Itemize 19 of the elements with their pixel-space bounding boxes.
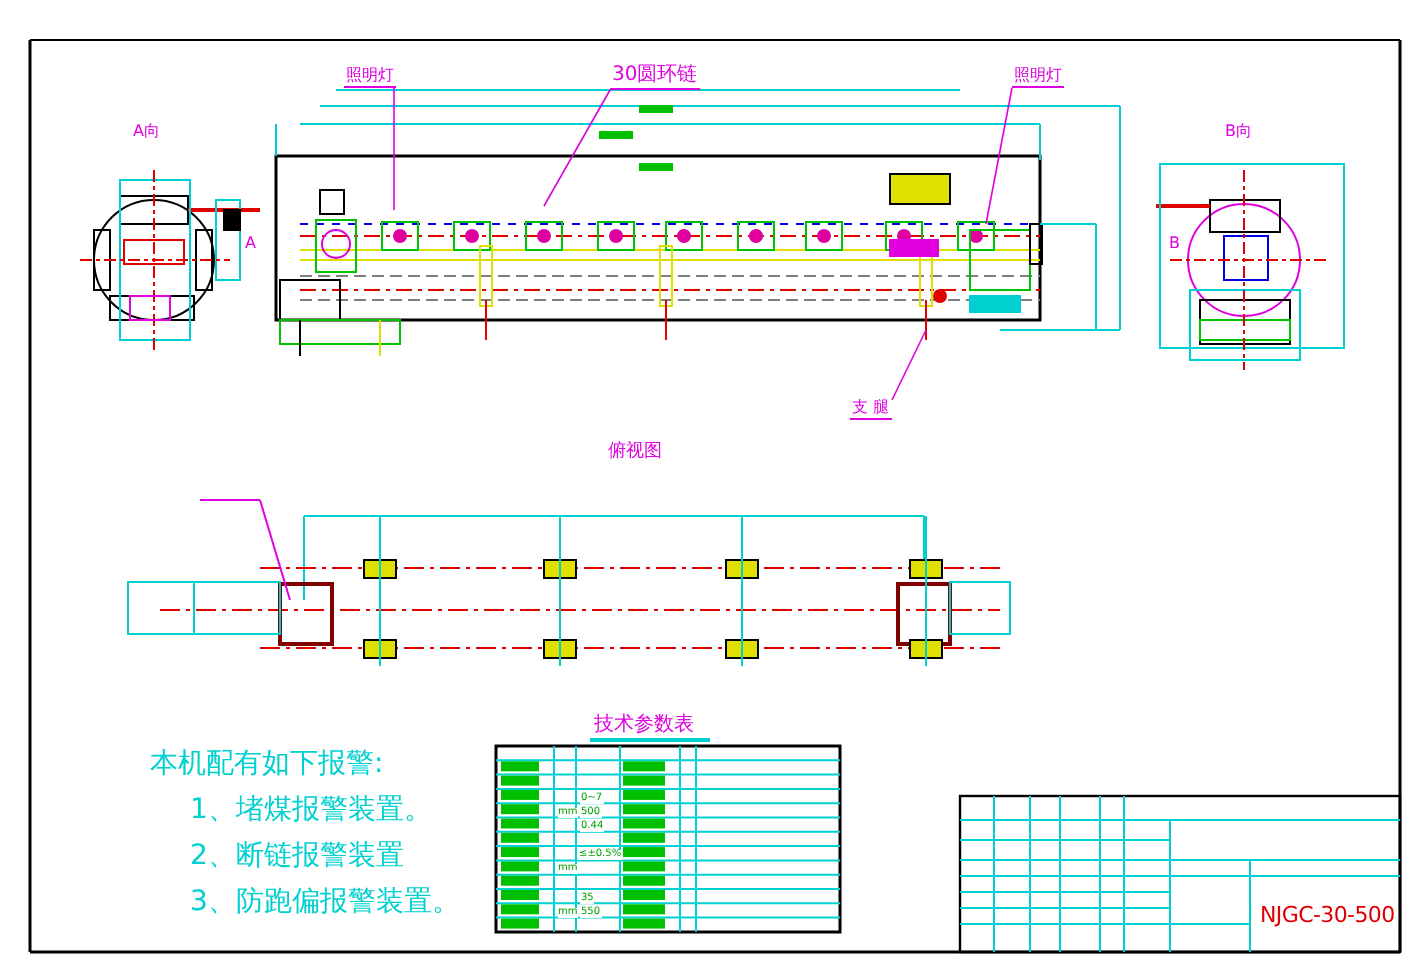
view-title: 俯视图 xyxy=(608,444,662,462)
callout-label: 30圆环链 xyxy=(610,66,700,90)
note-text: 1、堵煤报警装置。 xyxy=(190,796,432,824)
note-text: 2、断链报警装置 xyxy=(190,842,404,870)
view-label: A xyxy=(244,236,257,252)
callout-label: 照明灯 xyxy=(1012,68,1064,88)
view-label: B向 xyxy=(1224,124,1253,140)
callout-label: 照明灯 xyxy=(344,68,396,88)
leader-line xyxy=(891,329,927,401)
note-text: 3、防跑偏报警装置。 xyxy=(190,888,460,916)
leader-line xyxy=(393,87,395,211)
callout-label: 支 腿 xyxy=(850,400,892,420)
table-title: 技术参数表 xyxy=(594,716,694,736)
leader-line xyxy=(985,87,1013,225)
view-label: A向 xyxy=(132,124,161,140)
view-label: B xyxy=(1168,236,1181,252)
leader-line xyxy=(543,89,611,207)
note-text: 本机配有如下报警: xyxy=(150,750,384,778)
drawing-number: NJGC-30-500 xyxy=(1260,904,1395,926)
